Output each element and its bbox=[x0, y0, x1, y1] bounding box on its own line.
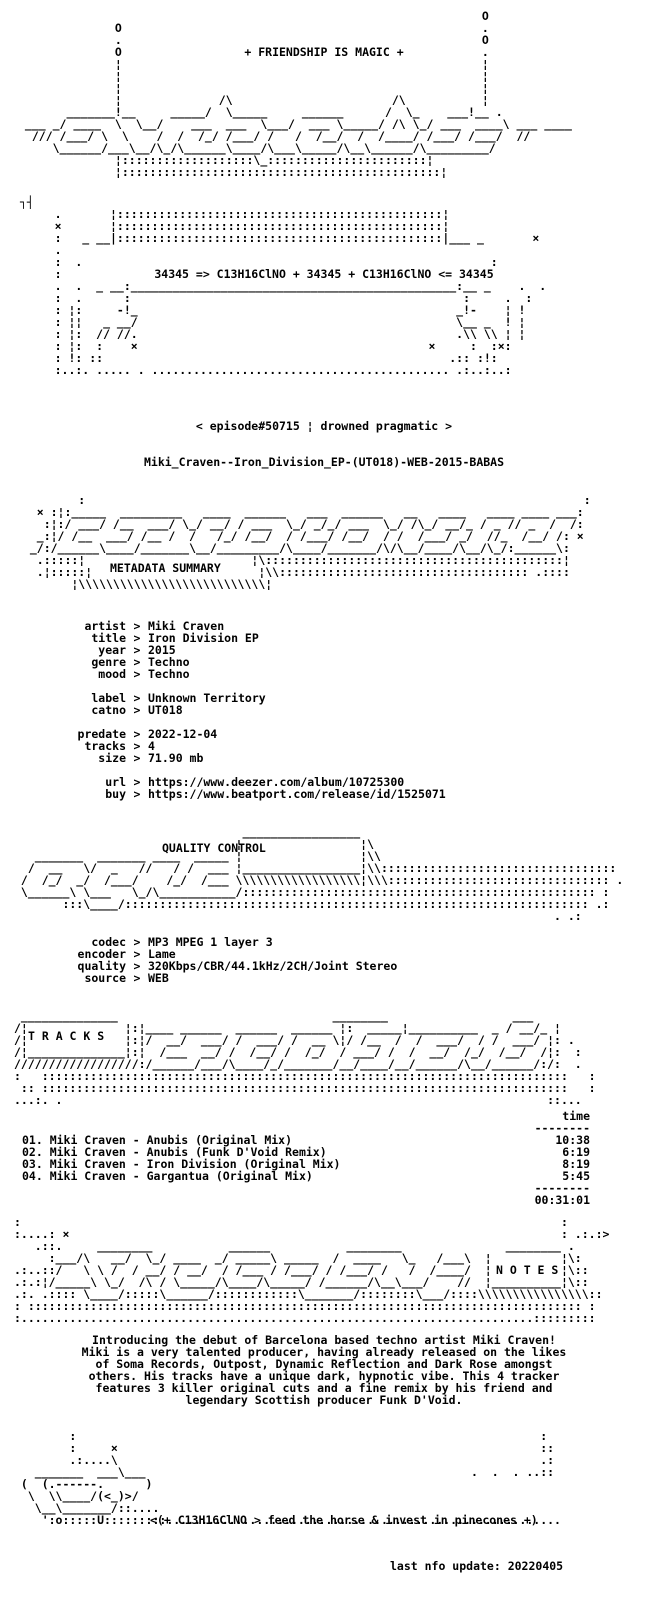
total-time: 00:31:01 bbox=[534, 1193, 590, 1207]
notes-body: Introducing the debut of Barcelona based… bbox=[0, 1334, 648, 1406]
meta-tracks-value: 4 bbox=[148, 739, 155, 753]
meta-mood: mood>Techno bbox=[98, 667, 190, 681]
meta-year-value: 2015 bbox=[148, 643, 176, 657]
track-time: 5:45 bbox=[562, 1169, 590, 1183]
metadata-fields: artist>Miki Craven title>Iron Division E… bbox=[40, 620, 446, 800]
track-title: 01. Miki Craven - Anubis (Original Mix) bbox=[22, 1133, 293, 1147]
notes-line: Miki is a very talented producer, having… bbox=[81, 1345, 567, 1359]
track-title: 03. Miki Craven - Iron Division (Origina… bbox=[22, 1157, 341, 1171]
formula-line: 34345 => C13H16ClNO + 34345 + C13H16ClNO… bbox=[154, 267, 494, 281]
meta-label-value: Unknown Territory bbox=[148, 691, 266, 705]
meta-genre: genre>Techno bbox=[91, 655, 190, 669]
friendship-banner: + FRIENDSHIP IS MAGIC + bbox=[244, 45, 404, 59]
meta-size: size>71.90 mb bbox=[98, 751, 204, 765]
meta-predate-value: 2022-12-04 bbox=[148, 727, 218, 741]
meta-catno-value: UT018 bbox=[148, 703, 183, 717]
qc-source: source>WEB bbox=[84, 971, 169, 985]
qc-codec: codec>MP3 MPEG 1 layer 3 bbox=[91, 935, 273, 949]
meta-predate: predate>2022-12-04 bbox=[77, 727, 218, 741]
track-title: 04. Miki Craven - Gargantua (Original Mi… bbox=[22, 1169, 313, 1183]
header-logo-art: O O . . O O bbox=[24, 9, 572, 179]
footer-slogan: <(+ C13H16ClNO > feed the horse & invest… bbox=[150, 1513, 538, 1527]
notes-heading-art: : : :....: × : .:.:> .::. ________ _ bbox=[14, 1215, 610, 1325]
header-frame-art: ┐┤ . ¦::::::::::::::::::::::::::::::::::… bbox=[20, 195, 547, 377]
notes-line: of Soma Records, Outpost, Dynamic Reflec… bbox=[95, 1357, 553, 1371]
meta-url-value[interactable]: https://www.deezer.com/album/10725300 bbox=[148, 775, 405, 789]
meta-tracks: tracks>4 bbox=[84, 739, 155, 753]
quality-heading-art: _________________ ¦ ¦\ _______ _______ _… bbox=[20, 825, 624, 923]
meta-size-value: 71.90 mb bbox=[148, 751, 204, 765]
notes-line: legendary Scottish producer Funk D'Void. bbox=[185, 1393, 463, 1407]
notes-line: Introducing the debut of Barcelona based… bbox=[92, 1333, 556, 1347]
meta-mood-value: Techno bbox=[148, 667, 190, 681]
qc-codec-value: MP3 MPEG 1 layer 3 bbox=[148, 935, 273, 949]
track-time: 10:38 bbox=[555, 1133, 590, 1147]
notes-line: others. His tracks have a unique dark, h… bbox=[88, 1369, 560, 1383]
track-time: 6:19 bbox=[562, 1145, 590, 1159]
meta-artist: artist>Miki Craven bbox=[84, 619, 225, 633]
qc-source-value: WEB bbox=[148, 971, 169, 985]
meta-url: url>https://www.deezer.com/album/1072530… bbox=[105, 775, 405, 789]
qc-encoder: encoder>Lame bbox=[77, 947, 176, 961]
qc-quality-value: 320Kbps/CBR/44.1kHz/2CH/Joint Stereo bbox=[148, 959, 398, 973]
meta-buy: buy>https://www.beatport.com/release/id/… bbox=[105, 787, 446, 801]
meta-year: year>2015 bbox=[98, 643, 176, 657]
meta-artist-value: Miki Craven bbox=[148, 619, 225, 633]
release-name: Miki_Craven--Iron_Division_EP-(UT018)-WE… bbox=[143, 455, 505, 469]
last-update: last nfo update: 20220405 bbox=[390, 1559, 564, 1573]
time-header: time bbox=[562, 1109, 590, 1123]
qc-quality: quality>320Kbps/CBR/44.1kHz/2CH/Joint St… bbox=[77, 959, 398, 973]
table-row: 02. Miki Craven - Anubis (Funk D'Void Re… bbox=[22, 1146, 590, 1158]
meta-genre-value: Techno bbox=[148, 655, 190, 669]
notes-line: features 3 killer original cuts and a fi… bbox=[95, 1381, 553, 1395]
time-rule-bottom: -------- bbox=[534, 1181, 590, 1195]
metadata-heading-art: : : × :¦:_____ _________ ____ ______ ___… bbox=[29, 493, 591, 591]
meta-title-value: Iron Division EP bbox=[148, 631, 259, 645]
meta-catno: catno>UT018 bbox=[91, 703, 183, 717]
time-rule-top: -------- bbox=[534, 1121, 590, 1135]
episode-line: < episode#50715 ¦ drowned pragmatic > bbox=[195, 419, 453, 433]
track-time: 8:19 bbox=[562, 1157, 590, 1171]
track-title: 02. Miki Craven - Anubis (Funk D'Void Re… bbox=[22, 1145, 327, 1159]
quality-fields: codec>MP3 MPEG 1 layer 3 encoder>Lame qu… bbox=[40, 935, 398, 985]
quality-heading: QUALITY CONTROL bbox=[162, 841, 266, 855]
metadata-heading: METADATA SUMMARY bbox=[110, 561, 221, 575]
tracks-heading: T R A C K S bbox=[28, 1029, 105, 1043]
meta-buy-value[interactable]: https://www.beatport.com/release/id/1525… bbox=[148, 787, 446, 801]
tracklist-table: time -------- 01. Miki Craven - Anubis (… bbox=[22, 1110, 590, 1206]
meta-label: label>Unknown Territory bbox=[91, 691, 266, 705]
qc-encoder-value: Lame bbox=[148, 947, 176, 961]
table-row: 01. Miki Craven - Anubis (Original Mix) 1… bbox=[22, 1134, 590, 1146]
meta-title: title>Iron Division EP bbox=[91, 631, 259, 645]
footer-horse-art: : : : × :: .:....\ bbox=[20, 1429, 561, 1527]
notes-heading: N O T E S bbox=[496, 1263, 559, 1277]
table-row: 04. Miki Craven - Gargantua (Original Mi… bbox=[22, 1170, 590, 1182]
table-row: 03. Miki Craven - Iron Division (Origina… bbox=[22, 1158, 590, 1170]
tracks-heading-art: ______________ ________ ___ /¦ ¦:¦____ _… bbox=[14, 1009, 596, 1107]
